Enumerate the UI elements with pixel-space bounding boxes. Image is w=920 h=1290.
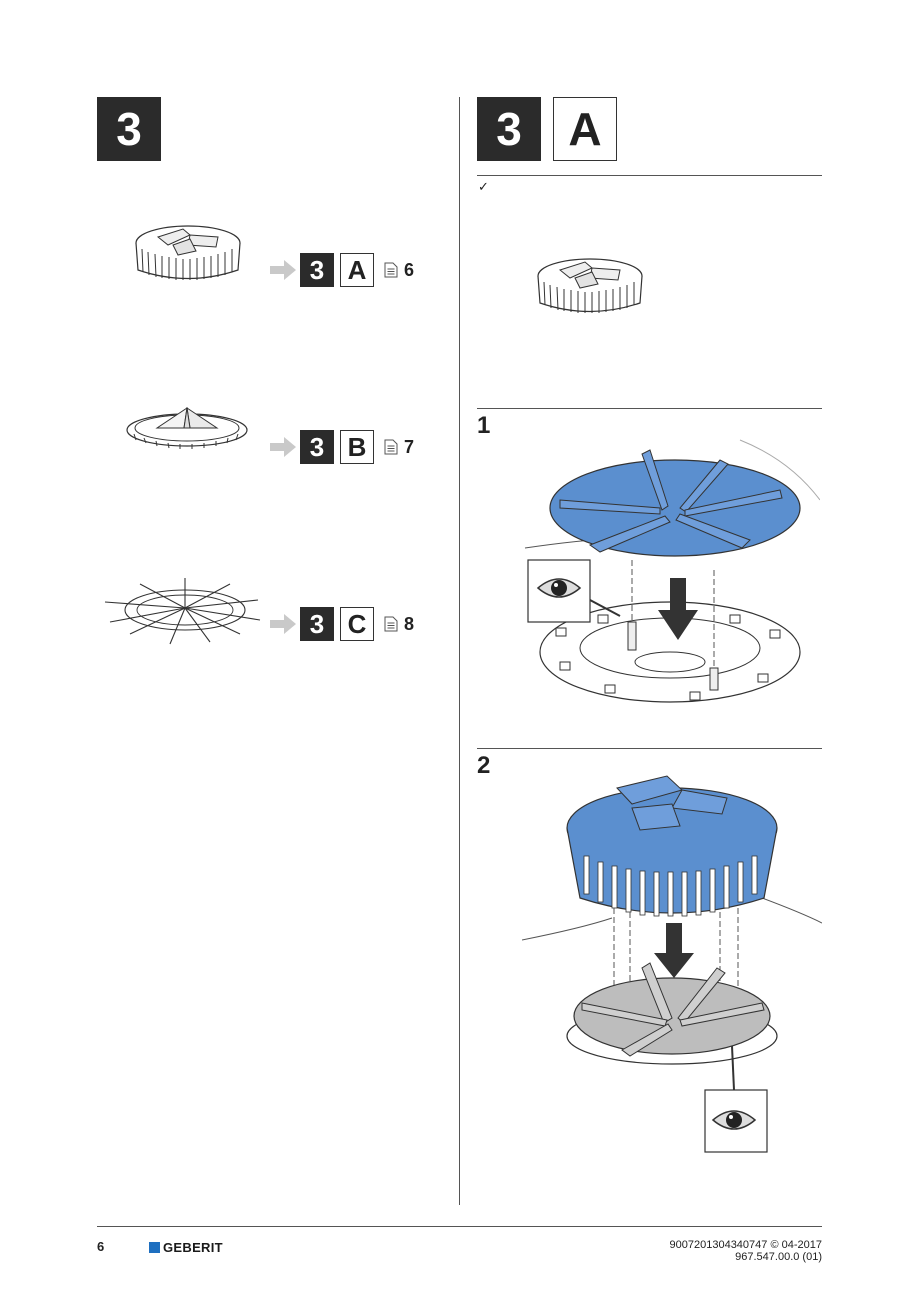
product-a-illustration [135, 225, 241, 280]
variant-a-letter: A [340, 253, 374, 287]
step-1-rule [477, 408, 822, 409]
variant-c-reference[interactable]: 3 C 8 [270, 607, 414, 641]
brand-logo: GEBERIT [149, 1240, 223, 1255]
product-c-illustration [104, 578, 261, 645]
eye-icon [711, 1110, 757, 1130]
brand-square-icon [149, 1242, 160, 1253]
document-icon [384, 439, 398, 455]
variant-b-letter: B [340, 430, 374, 464]
step-1-number: 1 [477, 412, 491, 439]
variant-c-letter: C [340, 607, 374, 641]
arrow-right-icon [270, 260, 296, 280]
column-divider [459, 97, 460, 1205]
required-product-illustration [537, 258, 643, 313]
footer-doc-info: 9007201304340747 © 04-2017 967.547.00.0 … [670, 1239, 822, 1263]
variant-a-page: 6 [404, 259, 415, 280]
variant-a-number: 3 [300, 253, 334, 287]
footer-rule [97, 1226, 822, 1227]
step-2-rule [477, 748, 822, 749]
variant-a-reference[interactable]: 3 A 6 [270, 253, 414, 287]
section-number: 3 [116, 103, 142, 155]
check-mark: ✓ [478, 180, 489, 195]
variant-b-page: 7 [404, 436, 415, 457]
doc-code: 9007201304340747 © 04-2017 [669, 1239, 822, 1251]
right-section-letter: A [568, 103, 602, 155]
document-icon [384, 262, 398, 278]
step-2-number: 2 [477, 752, 491, 779]
document-icon [384, 616, 398, 632]
arrow-right-icon [270, 437, 296, 457]
right-section-number: 3 [496, 103, 522, 155]
section-number-box: 3 [97, 97, 161, 161]
variant-c-number: 3 [300, 607, 334, 641]
right-section-number-box: 3 [477, 97, 541, 161]
brand-name: GEBERIT [163, 1240, 223, 1255]
right-section-letter-box: A [553, 97, 617, 161]
arrow-right-icon [270, 614, 296, 634]
product-b-illustration [126, 406, 248, 449]
eye-icon [536, 578, 582, 598]
page-number: 6 [97, 1239, 105, 1254]
step-1-illustration [524, 439, 820, 703]
header-rule [477, 175, 822, 176]
doc-version: 967.547.00.0 (01) [735, 1251, 822, 1263]
variant-b-reference[interactable]: 3 B 7 [270, 430, 414, 464]
variant-b-number: 3 [300, 430, 334, 464]
step-2-illustration [522, 775, 822, 1153]
variant-c-page: 8 [404, 613, 415, 634]
